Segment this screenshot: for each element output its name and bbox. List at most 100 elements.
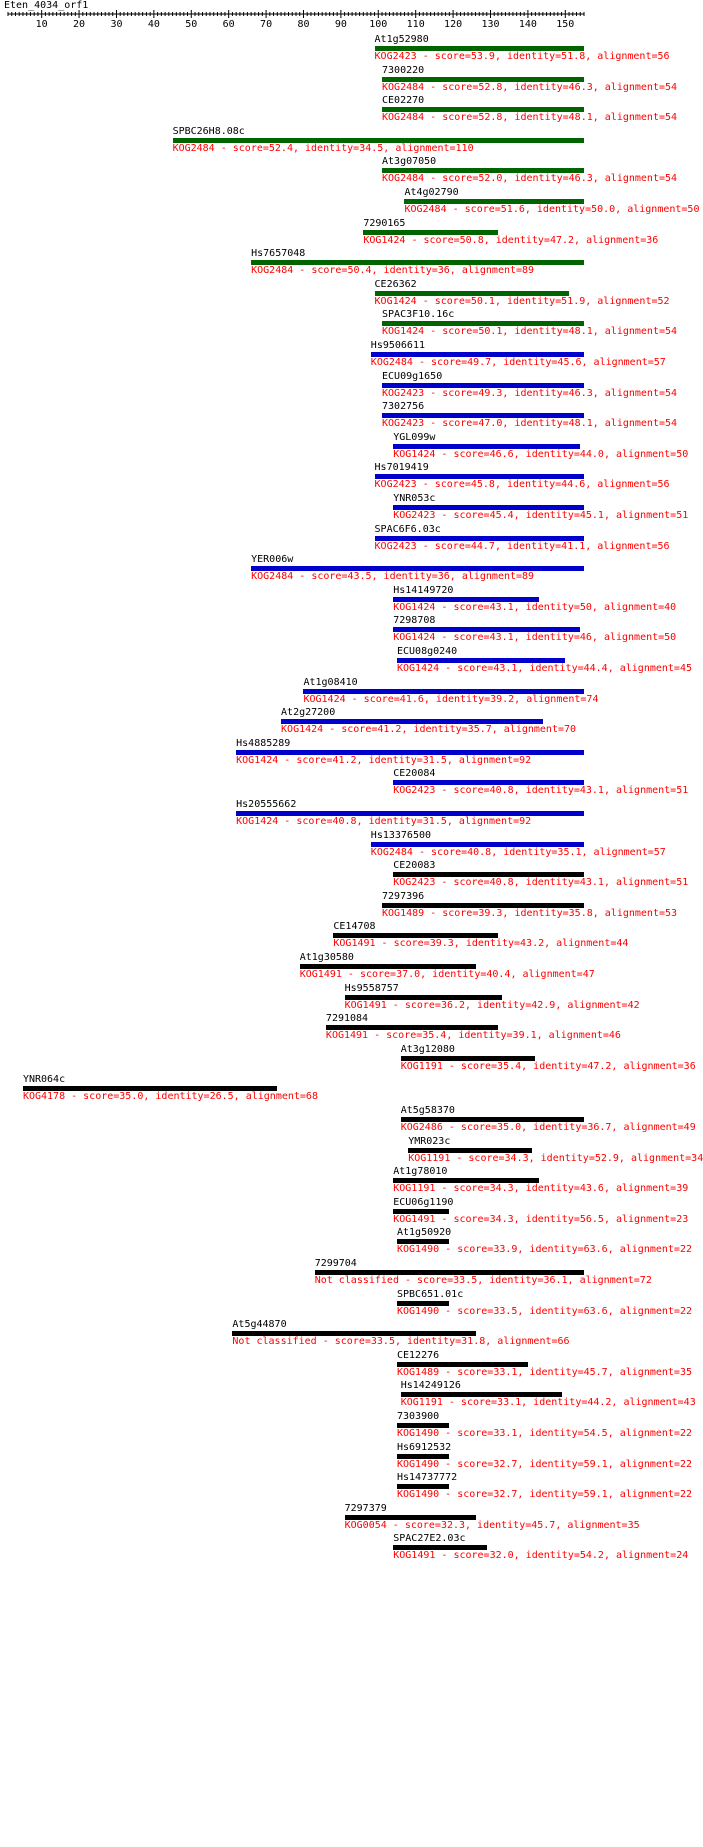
hit-name-link[interactable]: Hs14737772 <box>396 1472 458 1484</box>
hit-alignment-bar[interactable] <box>325 1025 498 1031</box>
hit-alignment-bar[interactable] <box>374 290 570 296</box>
hit-name-link[interactable]: At5g44870 <box>232 1319 287 1331</box>
hit-alignment-bar[interactable] <box>344 1514 476 1520</box>
hit-alignment-bar[interactable] <box>232 1331 476 1337</box>
hit-alignment-bar[interactable] <box>236 811 584 816</box>
hit-alignment-bar[interactable] <box>344 994 502 1000</box>
hit-name-link[interactable]: CE26362 <box>374 278 417 290</box>
hit-alignment-bar[interactable] <box>382 902 584 908</box>
hit-name-link[interactable]: CE12276 <box>396 1349 440 1361</box>
hit-alignment-bar[interactable] <box>236 749 584 755</box>
hit-name-link[interactable]: At1g08410 <box>303 676 358 688</box>
hit-alignment-bar[interactable] <box>400 1117 584 1122</box>
hit-name-link[interactable]: ECU08g0240 <box>396 646 458 657</box>
hit-alignment-bar[interactable] <box>382 76 584 82</box>
hit-alignment-bar[interactable] <box>400 1055 536 1061</box>
hit-name-link[interactable]: Hs20555662 <box>236 799 297 810</box>
hit-alignment-bar[interactable] <box>382 382 584 388</box>
hit-name-link[interactable]: YER006w <box>251 554 294 566</box>
hit-name-link[interactable]: At1g52980 <box>374 34 429 45</box>
hit-name-link[interactable]: Hs14149720 <box>393 584 454 596</box>
hit-name-link[interactable]: At1g50920 <box>396 1227 452 1239</box>
hit-alignment-bar[interactable] <box>382 107 584 113</box>
hit-name-link[interactable]: 7297396 <box>382 890 425 902</box>
hit-alignment-bar[interactable] <box>393 780 584 786</box>
hit-name-link[interactable]: CE20083 <box>393 860 436 872</box>
hit-alignment-bar[interactable] <box>374 535 584 541</box>
hit-name-link[interactable]: At3g07050 <box>382 156 437 168</box>
hit-alignment-bar[interactable] <box>396 1484 450 1490</box>
hit-name-link[interactable]: 7303900 <box>396 1411 440 1422</box>
hit-name-link[interactable]: 7300220 <box>382 64 425 76</box>
hit-name-link[interactable]: SPAC3F10.16c <box>382 309 455 321</box>
hit-name-link[interactable]: SPBC651.01c <box>396 1288 464 1300</box>
hit-alignment-bar[interactable] <box>281 719 543 725</box>
hit-alignment-bar[interactable] <box>393 1208 450 1214</box>
hit-alignment-bar[interactable] <box>363 229 498 235</box>
hit-name-link[interactable]: YGL099w <box>393 431 436 443</box>
hit-alignment-bar[interactable] <box>393 872 584 878</box>
hit-name-link[interactable]: SPAC27E2.03c <box>393 1533 466 1545</box>
hit-alignment-bar[interactable] <box>400 1392 562 1398</box>
hit-name-link[interactable]: At3g12080 <box>400 1043 455 1055</box>
hit-alignment-bar[interactable] <box>393 596 540 602</box>
hit-name-link[interactable]: SPAC6F6.03c <box>374 523 441 535</box>
hit-name-link[interactable]: CE20084 <box>393 768 436 780</box>
hit-name-link[interactable]: ECU09g1650 <box>382 370 443 382</box>
hit-alignment-bar[interactable] <box>404 199 584 204</box>
hit-name-link[interactable]: Hs13376500 <box>370 829 432 841</box>
hit-alignment-bar[interactable] <box>408 1147 532 1153</box>
hit-alignment-bar[interactable] <box>382 321 584 327</box>
hit-alignment-bar[interactable] <box>251 260 584 266</box>
hit-alignment-bar[interactable] <box>333 933 498 939</box>
hit-alignment-bar[interactable] <box>396 1239 450 1245</box>
hit-alignment-bar[interactable] <box>299 964 476 969</box>
hit-alignment-bar[interactable] <box>22 1086 278 1092</box>
hit-name-link[interactable]: Hs6912532 <box>396 1441 452 1453</box>
hit-alignment-bar[interactable] <box>382 168 584 174</box>
hit-name-link[interactable]: Hs9506611 <box>370 340 425 351</box>
hit-alignment-bar[interactable] <box>314 1270 584 1275</box>
hit-alignment-bar[interactable] <box>396 1423 450 1428</box>
hit-name-link[interactable]: Hs14249126 <box>400 1380 461 1392</box>
hit-name-link[interactable]: 7299704 <box>314 1258 357 1269</box>
hit-alignment-bar[interactable] <box>374 46 584 51</box>
hit-alignment-bar[interactable] <box>393 627 581 633</box>
hit-name-link[interactable]: YNR053c <box>393 493 436 504</box>
hit-alignment-bar[interactable] <box>370 841 584 847</box>
hit-name-link[interactable]: At4g02790 <box>404 187 459 198</box>
hit-name-link[interactable]: At2g27200 <box>281 707 336 719</box>
hit-name-link[interactable]: SPBC26H8.08c <box>172 125 245 137</box>
hit-name-link[interactable]: Hs7657048 <box>251 248 306 260</box>
hit-name-link[interactable]: Hs9558757 <box>344 982 399 994</box>
hit-alignment-bar[interactable] <box>396 1453 450 1459</box>
hit-alignment-bar[interactable] <box>396 1361 528 1367</box>
hit-alignment-bar[interactable] <box>382 413 584 419</box>
hit-alignment-bar[interactable] <box>303 688 584 694</box>
hit-alignment-bar[interactable] <box>393 1545 487 1551</box>
hit-name-link[interactable]: At1g30580 <box>299 952 354 963</box>
hit-alignment-bar[interactable] <box>370 352 584 357</box>
hit-alignment-bar[interactable] <box>396 1300 450 1306</box>
hit-alignment-bar[interactable] <box>393 505 584 510</box>
hit-name-link[interactable]: At1g78010 <box>393 1166 448 1178</box>
hit-name-link[interactable]: ECU06g1190 <box>393 1196 454 1208</box>
hit-name-link[interactable]: 7291084 <box>325 1013 369 1025</box>
hit-name-link[interactable]: Hs4885289 <box>236 737 291 749</box>
hit-name-link[interactable]: YNR064c <box>22 1074 66 1086</box>
hit-alignment-bar[interactable] <box>396 658 566 663</box>
hit-name-link[interactable]: 7290165 <box>363 217 406 229</box>
hit-alignment-bar[interactable] <box>172 137 584 143</box>
hit-name-link[interactable]: 7298708 <box>393 615 436 627</box>
hit-alignment-bar[interactable] <box>393 443 581 449</box>
hit-name-link[interactable]: At5g58370 <box>400 1105 455 1116</box>
hit-name-link[interactable]: Hs7019419 <box>374 462 429 474</box>
hit-name-link[interactable]: CE14708 <box>333 921 376 933</box>
hit-alignment-bar[interactable] <box>251 566 584 572</box>
hit-alignment-bar[interactable] <box>374 474 584 480</box>
hit-name-link[interactable]: 7302756 <box>382 401 425 413</box>
hit-alignment-bar[interactable] <box>393 1178 540 1184</box>
hit-name-link[interactable]: YMR023c <box>408 1135 451 1147</box>
hit-name-link[interactable]: CE02270 <box>382 95 425 107</box>
hit-name-link[interactable]: 7297379 <box>344 1502 387 1514</box>
